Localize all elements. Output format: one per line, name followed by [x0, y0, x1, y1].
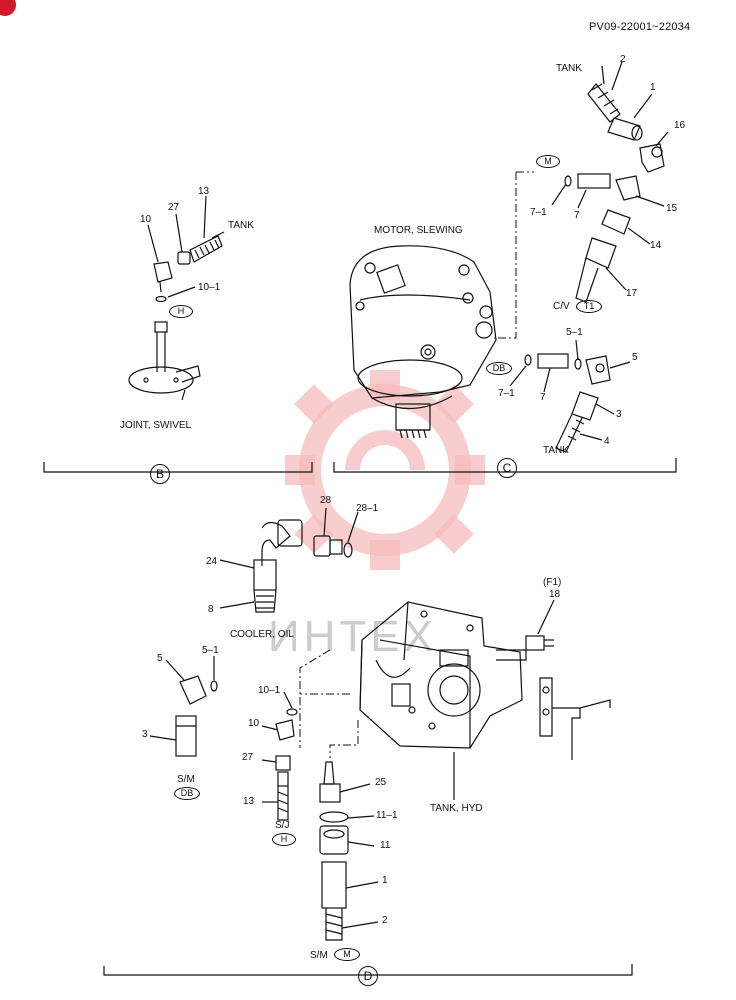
part-11-1-label: 11–1	[376, 810, 398, 821]
port-h-oval-d: H	[272, 833, 296, 846]
port-m-oval-d: M	[334, 948, 360, 961]
part-10-label: 10	[140, 214, 152, 225]
part-3-label-c: 3	[616, 409, 622, 420]
part-2-label-c: 2	[620, 54, 626, 65]
part-3-label-d: 3	[142, 729, 148, 740]
part-2-label-d: 2	[382, 915, 388, 926]
part-28-1-label: 28–1	[356, 503, 379, 514]
port-t1-oval: T1	[576, 300, 602, 313]
part-27-label-d: 27	[242, 752, 254, 763]
section-b-marker: B	[150, 464, 170, 484]
tank-label-c-bottom: TANK	[543, 445, 569, 456]
f1-label: (F1)	[543, 577, 562, 588]
part-10-1-label: 10–1	[198, 282, 221, 293]
tank-label-c-top: TANK	[556, 63, 582, 74]
sj-h-label: S/J	[275, 820, 290, 831]
motor-slewing-label: MOTOR, SLEWING	[374, 225, 463, 236]
part-4-label-c: 4	[604, 436, 610, 447]
sm-m-label: S/M	[310, 950, 328, 961]
part-10-label-d: 10	[248, 718, 260, 729]
part-10-1-label-d: 10–1	[258, 685, 281, 696]
part-8-label: 8	[208, 604, 214, 615]
cooler-oil-label: COOLER, OIL	[230, 629, 294, 640]
sm-db-label: S/M	[177, 774, 195, 785]
part-17-label: 17	[626, 288, 638, 299]
part-11-label: 11	[380, 840, 391, 851]
part-7-1-label-b: 7–1	[498, 388, 515, 399]
port-db-oval-d: DB	[174, 787, 200, 800]
part-13-label-d: 13	[243, 796, 255, 807]
part-7-1-label-a: 7–1	[530, 207, 547, 218]
part-18-label: 18	[549, 589, 561, 600]
part-5-1-label-c: 5–1	[566, 327, 583, 338]
part-28-label: 28	[320, 495, 332, 506]
part-13-label: 13	[198, 186, 210, 197]
part-7-label-b: 7	[540, 392, 546, 403]
part-27-label: 27	[168, 202, 180, 213]
part-1-label-c: 1	[650, 82, 656, 93]
corner-mark	[0, 0, 16, 16]
part-14-label: 14	[650, 240, 662, 251]
port-h-oval-b: H	[169, 305, 193, 318]
tank-hyd-label: TANK, HYD	[430, 803, 483, 814]
part-15-label: 15	[666, 203, 678, 214]
part-25-label: 25	[375, 777, 387, 788]
part-1-label-d: 1	[382, 875, 388, 886]
part-24-label: 24	[206, 556, 218, 567]
part-16-label: 16	[674, 120, 686, 131]
port-m-oval-c: M	[536, 155, 560, 168]
tank-label-b: TANK	[228, 220, 254, 231]
section-d-marker: D	[358, 966, 378, 986]
part-5-1-label-d: 5–1	[202, 645, 219, 656]
serial-range-label: PV09-22001~22034	[589, 21, 691, 33]
section-c-marker: C	[497, 458, 517, 478]
port-db-oval-c: DB	[486, 362, 512, 375]
cv-label: C/V	[553, 301, 570, 312]
part-5-label-c: 5	[632, 352, 638, 363]
part-7-label-a: 7	[574, 210, 580, 221]
part-5-label-d: 5	[157, 653, 163, 664]
joint-swivel-caption: JOINT, SWIVEL	[120, 420, 192, 431]
